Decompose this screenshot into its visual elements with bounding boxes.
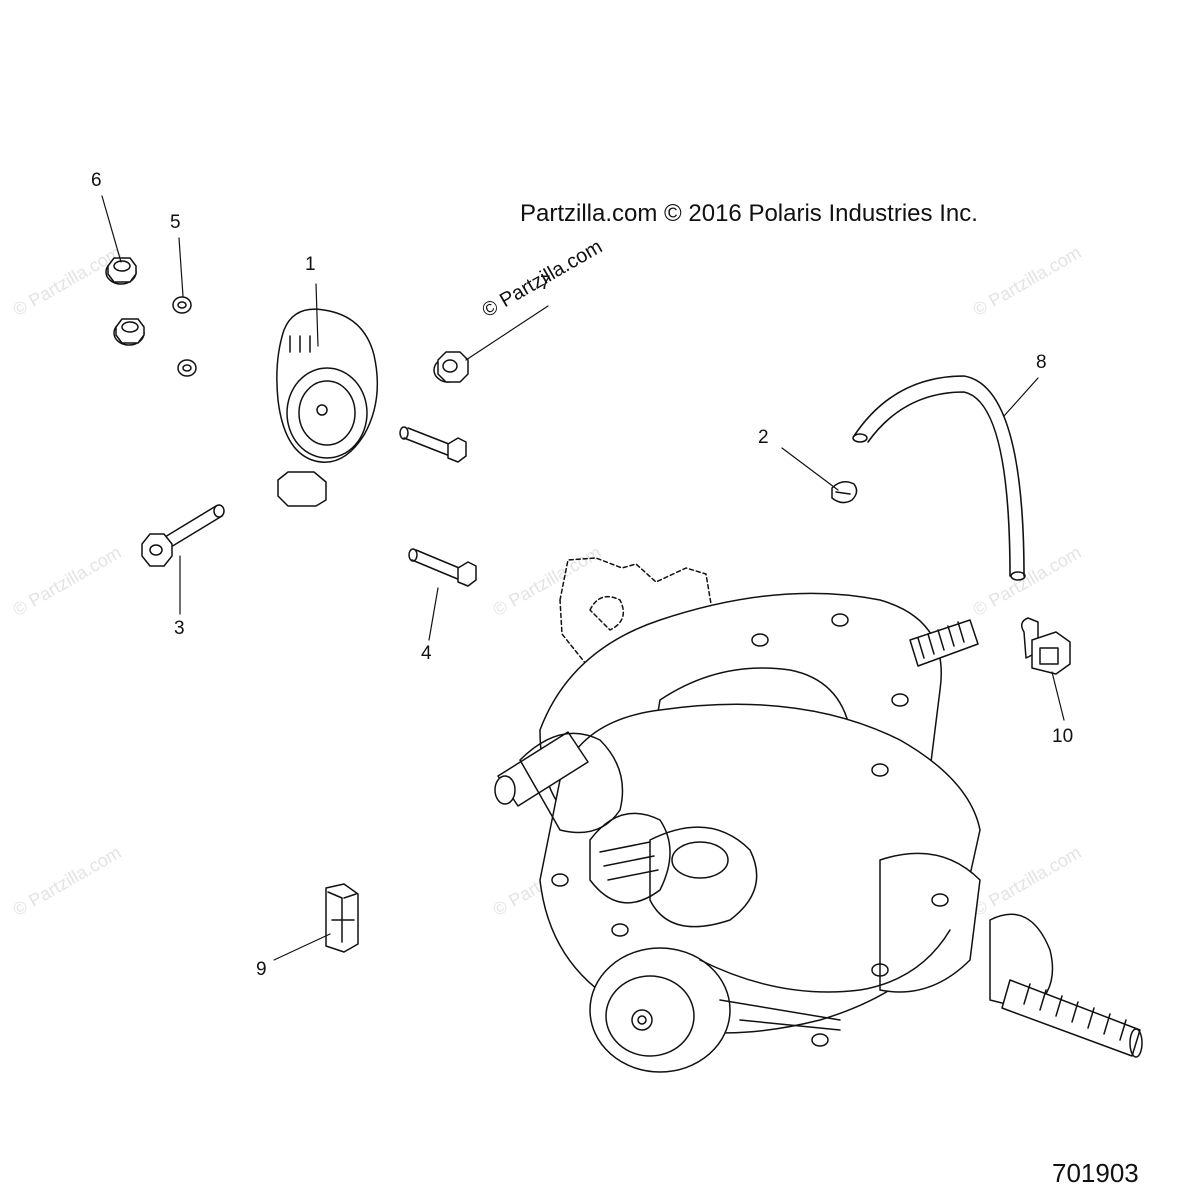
washer-part-5	[172, 296, 197, 377]
callout-2: 2	[758, 427, 769, 448]
hose-clamp-part-2	[831, 481, 858, 504]
callout-8: 8	[1036, 352, 1047, 373]
callout-6: 6	[91, 170, 102, 191]
leader-line-1	[315, 283, 319, 347]
leader-lines	[101, 195, 1065, 961]
callout-7: 7	[540, 273, 551, 294]
leader-line-9	[273, 933, 331, 961]
plug-bolt-part-7	[433, 351, 469, 383]
callout-5: 5	[170, 212, 181, 233]
vent-hose-part-8	[852, 375, 1026, 581]
callout-10: 10	[1052, 726, 1074, 747]
leader-line-10	[1051, 671, 1065, 721]
callout-4: 4	[421, 643, 432, 664]
connector-part-10	[1021, 617, 1071, 675]
leader-line-8	[1003, 377, 1039, 417]
sensor-housing-part-1	[276, 308, 379, 507]
diagram-number: 701903	[1052, 1158, 1139, 1188]
leader-line-4	[428, 587, 439, 641]
copyright-text: Partzilla.com © 2016 Polaris Industries …	[520, 200, 978, 227]
flange-nut-part-6	[105, 257, 145, 346]
long-bolt-part-3	[141, 504, 225, 567]
bolt-small	[399, 426, 467, 463]
leader-line-6	[101, 195, 122, 263]
clip-part-9	[325, 883, 359, 953]
leader-line-2	[781, 447, 839, 491]
transmission-assembly	[494, 557, 1143, 1073]
leader-line-5	[178, 237, 184, 297]
callout-9: 9	[256, 959, 267, 980]
leader-line-7	[465, 305, 549, 361]
bolt-part-4	[408, 548, 477, 587]
callout-1: 1	[305, 254, 316, 275]
callout-3: 3	[174, 618, 185, 639]
